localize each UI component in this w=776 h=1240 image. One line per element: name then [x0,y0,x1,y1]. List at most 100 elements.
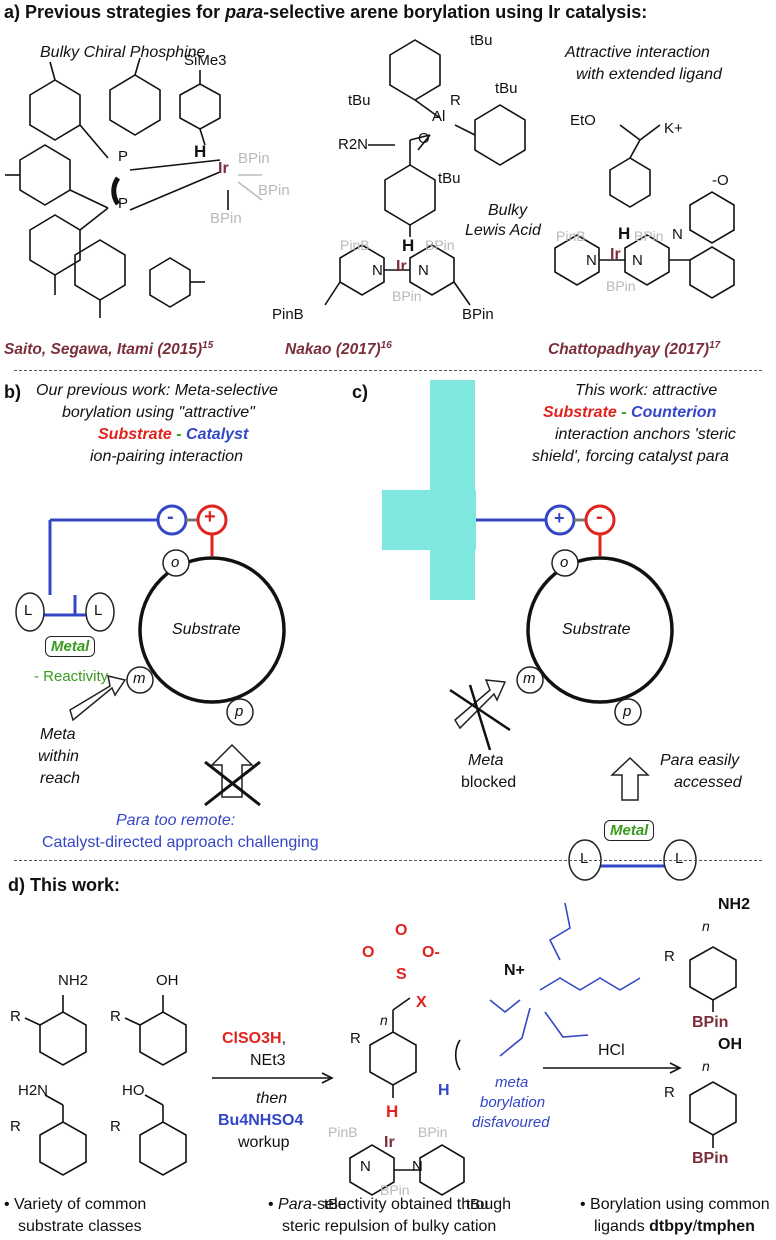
tbu-label-m2: tBu [348,92,371,109]
panel-b-title-2: borylation using "attractive" [62,404,255,421]
bullet-3-line2: ligands dtbpy/tmphen [594,1218,755,1236]
int-n: n [380,1012,388,1028]
panel-b-para-1: Para too remote: [116,812,236,829]
caption-attractive-line1: Attractive interaction [565,44,710,61]
int-x: X [416,994,427,1011]
o-label-m: O [418,130,430,147]
r-label-m: R [450,92,461,109]
substrate-r3: R [10,1118,21,1135]
n-label-m2: N [418,262,429,279]
bullet-3-prefix: ligands [594,1218,650,1235]
panel-c-o: o [560,554,569,571]
pinb-label-m: PinB [340,237,370,253]
panel-c-substrate: Substrate [562,621,631,638]
meta-dis-2: borylation [480,1094,546,1111]
panel-c-title-1: This work: attractive [575,382,718,399]
panel-b-minus: - [167,506,174,528]
panel-b-o: o [171,554,180,571]
ir-label-a3: Ir [610,246,621,263]
bpin-label-m2: BPin [392,288,422,304]
author-saito-name: Saito, Segawa, Itami (2015) [4,341,203,359]
pinb-label-m2: PinB [272,306,304,323]
bullet-3-dtbpy: dtbpy [649,1218,693,1235]
product1-r: R [664,948,675,965]
aryl-ring-top [389,39,441,101]
product2-r: R [664,1084,675,1101]
panel-b-meta-2: within [38,748,79,765]
int-pinb: PinB [328,1124,358,1140]
bullet-2-rest: -selectivity obtained through [311,1196,512,1213]
h-label-a2: H [402,236,415,255]
phen-ring-left [554,234,600,286]
author-nakao-ref: 16 [380,340,392,351]
panel-c-para-2: accessed [674,774,742,791]
mesityl-ring-1 [29,79,81,141]
n-label-m1: N [372,262,383,279]
phen-ring-right [624,234,670,286]
caption-attractive-line2: with extended ligand [576,66,722,83]
product1-bpin: BPin [692,1014,729,1031]
panel-d-structures [24,946,737,1196]
int-bpin2: BPin [380,1182,410,1198]
substrate-r4: R [110,1118,121,1135]
silyl-arene-ring [179,83,221,130]
reagent-hcl: HCl [598,1042,625,1059]
bullet-3-sep: / [692,1218,698,1235]
panel-c-title-3: interaction anchors 'steric [555,426,736,443]
tbu-label-m3: tBu [495,80,518,97]
bullet-2: • Para-selectivity obtained through [268,1196,512,1213]
panel-c-dash: - [616,404,632,421]
meta-dis-1: meta [495,1074,529,1091]
panel-c-title-2: Substrate - Counterion [543,404,716,422]
heading-italic: para [225,2,264,22]
ir-label-a1: Ir [218,160,229,177]
bullet-2-italic: Para [278,1196,312,1213]
p-label-2: P [118,195,129,212]
ominus-label: -O [712,172,729,189]
product2-oh: OH [718,1036,742,1053]
n-label-r3: N [632,252,643,269]
h-label-a3: H [618,224,631,243]
al-label: Al [432,108,446,125]
meta-dis-3: disfavoured [472,1114,550,1131]
caption-bulky-phosphine: Bulky Chiral Phosphine [40,44,206,61]
int-nplus: N+ [504,962,525,979]
bpin-label-r1: BPin [634,228,664,244]
tbu-label-m4: tBu [438,170,461,187]
bullet-3-line1: Borylation using common [590,1196,770,1213]
mesityl-ring-4 [29,214,81,276]
substrate-h2n: H2N [18,1082,49,1099]
panel-b-para-2: Catalyst-directed approach challenging [42,834,319,851]
quinoline-ring-a [689,191,735,244]
tbu-label-m1: tBu [470,32,493,49]
int-o2: O [395,922,408,939]
n-label-r2: N [586,252,597,269]
panel-b-substrate-word: Substrate [98,426,172,443]
reagent-then: then [256,1090,288,1107]
author-nakao-name: Nakao (2017) [285,341,381,359]
bullet-2-line2: steric repulsion of bulky cation [282,1218,497,1235]
sime3-label: SiMe3 [184,52,227,69]
int-nlig2: N [412,1158,423,1175]
panel-b-p: p [235,703,244,720]
mesityl-ring-5 [74,239,126,301]
author-chattopadhyay-ref: 17 [709,340,721,351]
panel-b-catalyst-word: Catalyst [186,426,249,443]
bpin-label-r2: BPin [606,278,636,294]
reagent-clso3h-comma: , [281,1030,287,1047]
panel-c-para-1: Para easily [660,752,740,769]
author-saito-ref: 15 [202,340,214,351]
panel-b-title-4: ion-pairing interaction [90,448,243,465]
mesityl-ring-6 [149,257,191,308]
bpin-label-m3: BPin [462,306,494,323]
int-nlig1: N [360,1158,371,1175]
reagent-clso3h-text: ClSO3H [222,1030,282,1047]
reagent-clso3h: ClSO3H, [222,1030,286,1048]
int-ir: Ir [384,1134,395,1151]
author-nakao: Nakao (2017)16 [285,340,392,359]
int-s: S [396,966,407,983]
int-bpin1: BPin [418,1124,448,1140]
aryl-ring-right [474,104,526,166]
substrate-nh2: NH2 [58,972,89,989]
divider-2 [14,860,762,861]
